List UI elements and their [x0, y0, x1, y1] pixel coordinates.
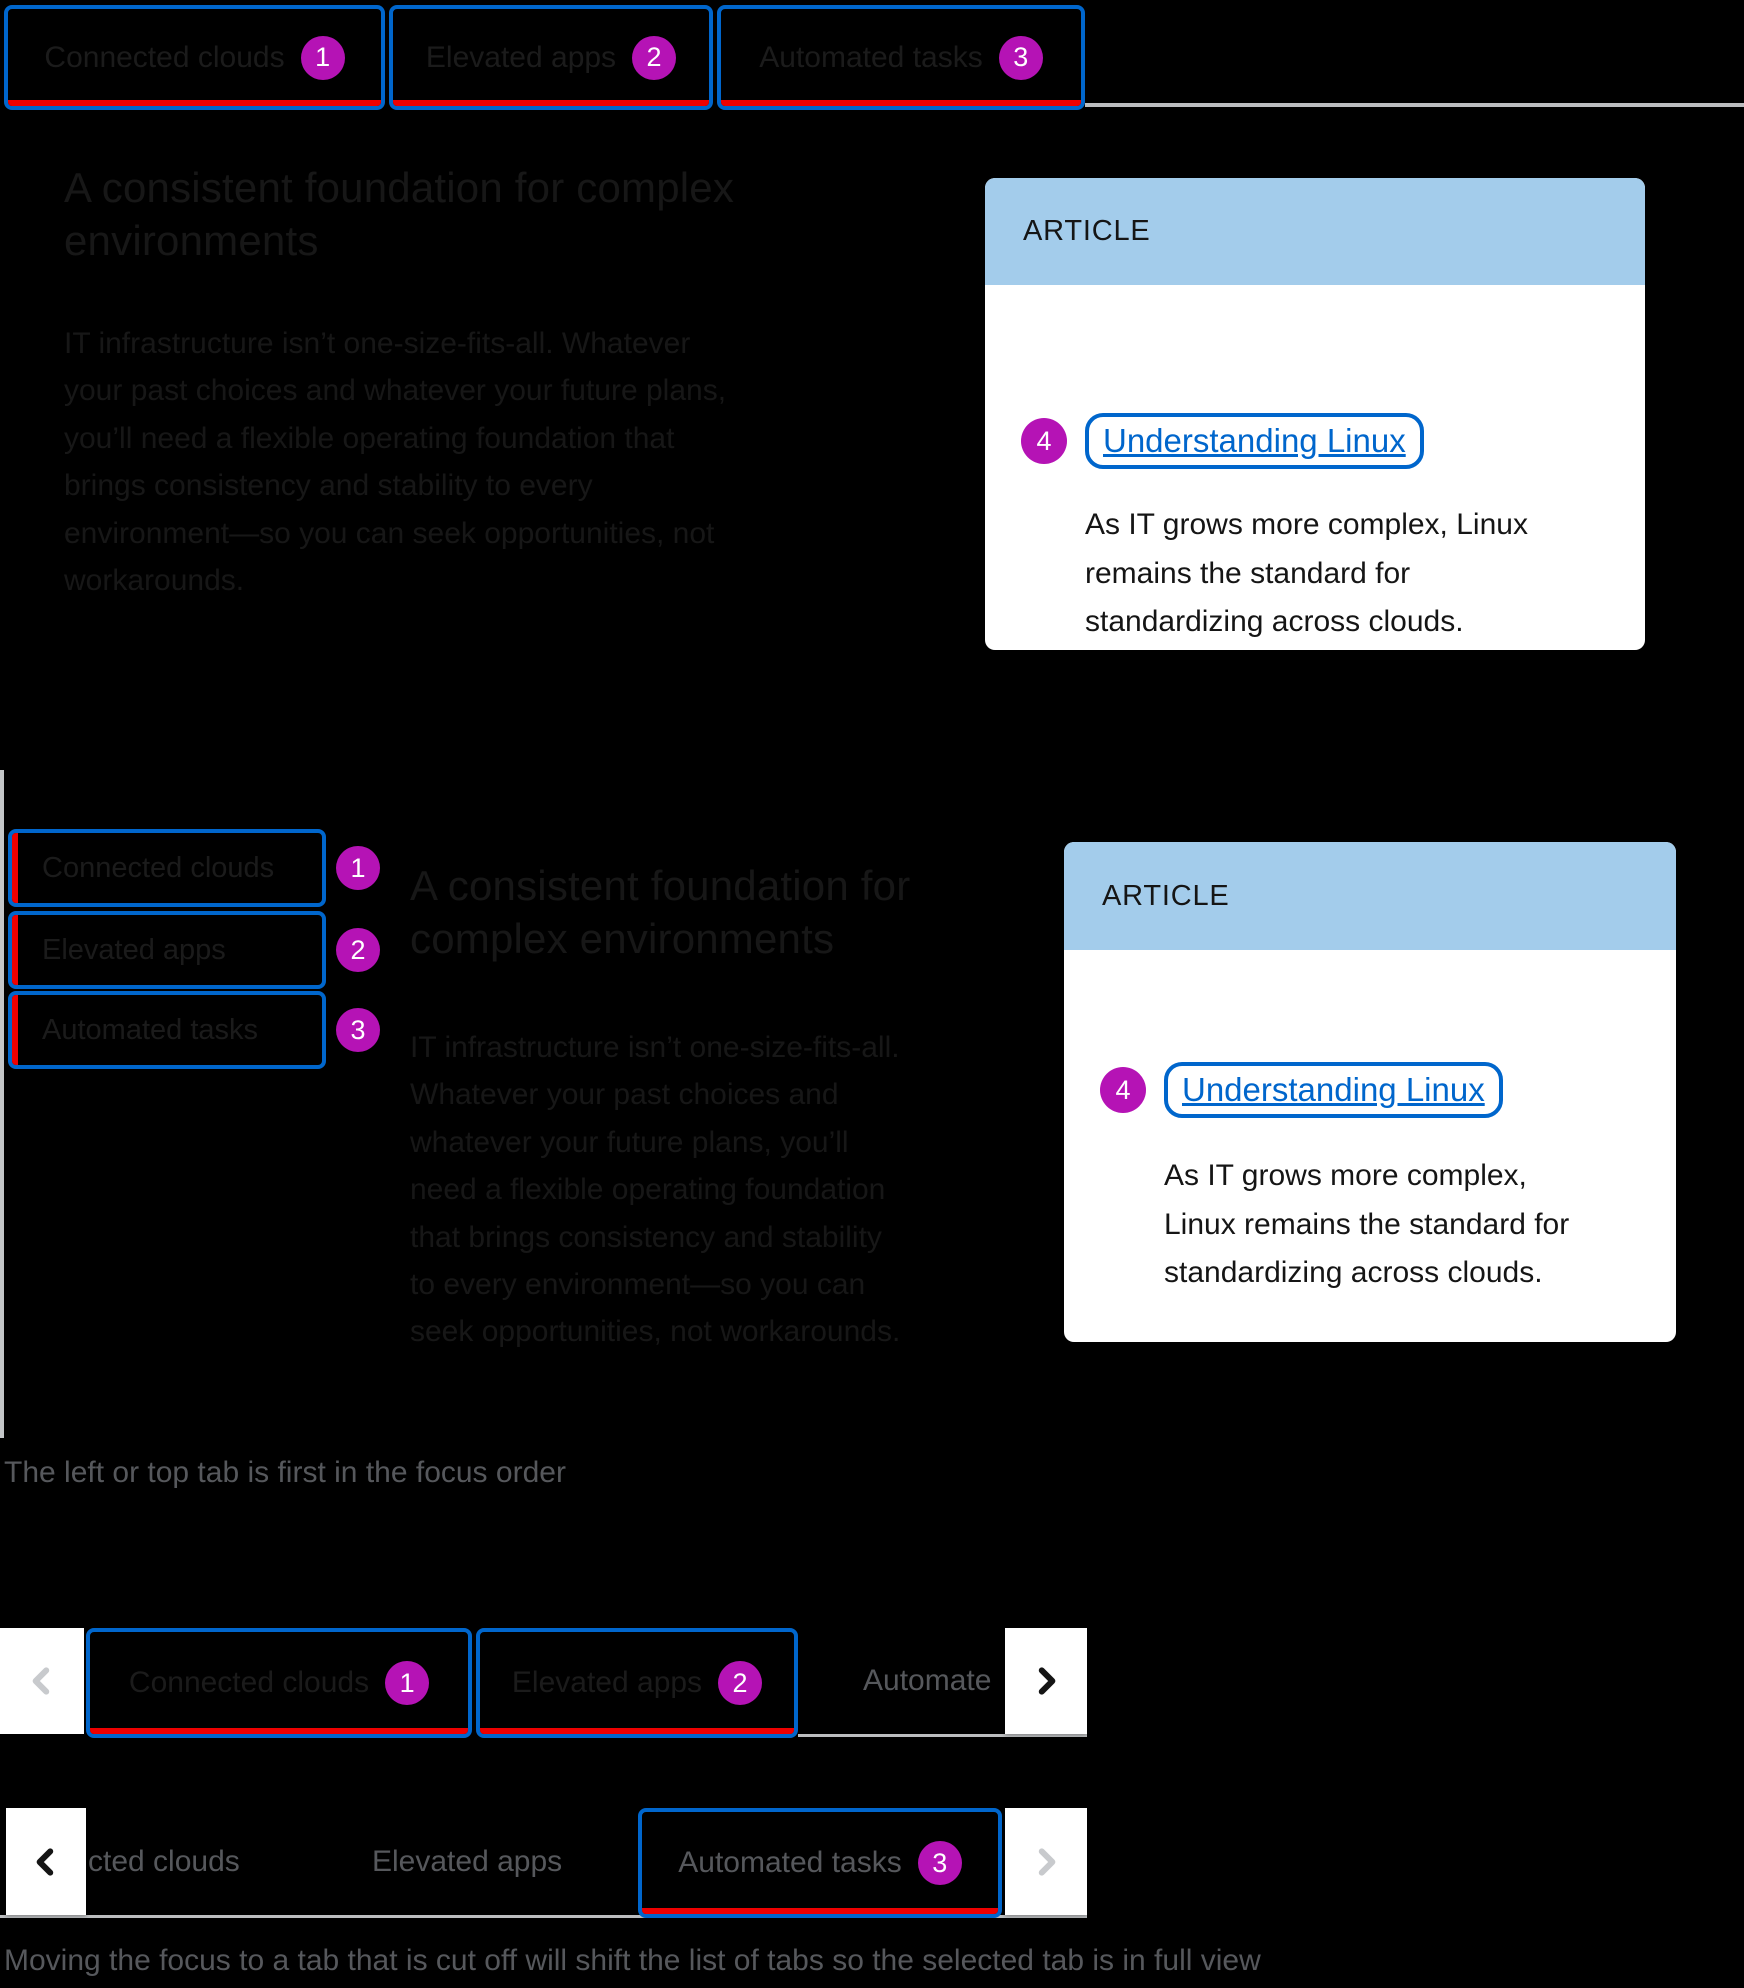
- focus-order-badge: 3: [998, 35, 1043, 80]
- selected-tab-indicator: [642, 1908, 998, 1914]
- link-focus-ring: Understanding Linux: [1164, 1062, 1503, 1118]
- figure-caption: Moving the focus to a tab that is cut of…: [4, 1944, 1261, 1977]
- tab-bar-divider: [0, 1915, 1087, 1918]
- tab-label: Elevated apps: [511, 1666, 703, 1699]
- focus-order-badge: 4: [1021, 418, 1067, 464]
- focus-order-badge: 1: [300, 35, 345, 80]
- tab-connected-clouds-cutoff[interactable]: cted clouds: [88, 1844, 240, 1878]
- focus-order-badge: 2: [632, 35, 677, 80]
- angle-left-icon: [25, 1664, 59, 1698]
- article-card: ARTICLE 4 Understanding Linux As IT grow…: [985, 178, 1645, 650]
- selected-tab-indicator: [12, 915, 18, 985]
- understanding-linux-link[interactable]: Understanding Linux: [1103, 422, 1406, 459]
- scroll-right-button[interactable]: [1005, 1808, 1087, 1915]
- tab-bar-divider: [798, 1734, 1087, 1737]
- vertical-tab-bar-divider: [0, 770, 4, 1438]
- selected-tab-indicator: [393, 100, 709, 106]
- angle-right-icon: [1029, 1664, 1063, 1698]
- link-focus-ring: Understanding Linux: [1085, 413, 1424, 469]
- focus-order-badge: 1: [385, 1661, 430, 1705]
- selected-tab-indicator: [8, 100, 381, 106]
- tab-label: Automated tasks: [759, 40, 983, 74]
- content-paragraph: IT infrastructure isn’t one-size-fits-al…: [64, 327, 727, 597]
- scroll-left-button[interactable]: [0, 1628, 84, 1734]
- figure-caption: The left or top tab is first in the focu…: [4, 1456, 566, 1489]
- tab-elevated-apps[interactable]: Elevated apps 2: [476, 1628, 798, 1738]
- selected-tab-indicator: [90, 1728, 468, 1734]
- tab-label: Elevated apps: [425, 40, 617, 74]
- selected-tab-indicator: [721, 100, 1081, 106]
- tab-bar-divider: [1085, 103, 1744, 107]
- tab-connected-clouds[interactable]: Connected clouds 1: [86, 1628, 472, 1738]
- tab-label: Connected clouds: [42, 851, 275, 884]
- focus-order-badge: 4: [1100, 1067, 1146, 1113]
- understanding-linux-link[interactable]: Understanding Linux: [1182, 1071, 1485, 1108]
- scroll-left-button[interactable]: [6, 1808, 86, 1915]
- tab-label: Automated tasks: [42, 1013, 258, 1046]
- article-eyebrow: ARTICLE: [985, 178, 1645, 285]
- article-eyebrow: ARTICLE: [1064, 842, 1676, 950]
- tab-connected-clouds[interactable]: Connected clouds 1: [4, 5, 385, 110]
- selected-tab-indicator: [12, 995, 18, 1065]
- focus-order-badge: 3: [917, 1841, 962, 1885]
- tab-automated-tasks-selected[interactable]: Automated tasks 3: [638, 1808, 1002, 1918]
- article-description: As IT grows more complex,Linux remains t…: [1164, 1159, 1570, 1290]
- tab-label: Automated tasks: [678, 1846, 902, 1879]
- vertical-tab-elevated-apps[interactable]: Elevated apps: [8, 911, 326, 989]
- angle-right-icon: [1029, 1845, 1063, 1879]
- selected-tab-indicator: [12, 833, 18, 903]
- tab-label: Elevated apps: [42, 933, 226, 966]
- article-card: ARTICLE 4 Understanding Linux As IT grow…: [1064, 842, 1676, 1342]
- tab-automated-tasks[interactable]: Automated tasks 3: [717, 5, 1085, 110]
- tab-label: Connected clouds: [44, 40, 285, 74]
- selected-tab-indicator: [480, 1728, 794, 1734]
- focus-order-badge: 1: [336, 846, 380, 890]
- tab-elevated-apps[interactable]: Elevated apps 2: [389, 5, 713, 110]
- tab-elevated-apps[interactable]: Elevated apps: [372, 1844, 563, 1878]
- vertical-tab-automated-tasks[interactable]: Automated tasks: [8, 991, 326, 1069]
- angle-left-icon: [29, 1845, 63, 1879]
- focus-order-badge: 2: [718, 1661, 763, 1705]
- vertical-tab-connected-clouds[interactable]: Connected clouds: [8, 829, 326, 907]
- content-paragraph: IT infrastructure isn’t one-size-fits-al…: [410, 1031, 901, 1349]
- tab-label: Connected clouds: [128, 1666, 370, 1699]
- focus-order-badge: 2: [336, 928, 380, 972]
- tab-automated-tasks-cutoff[interactable]: Automate: [863, 1664, 992, 1697]
- focus-order-badge: 3: [336, 1008, 380, 1052]
- scroll-right-button[interactable]: [1005, 1628, 1087, 1734]
